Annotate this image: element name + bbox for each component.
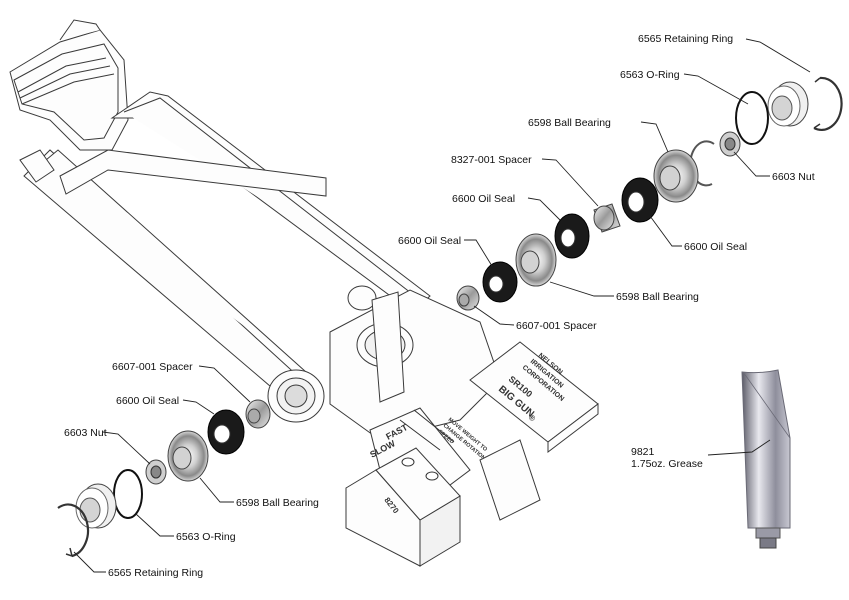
label-spacer-6607-mid: 6607-001 Spacer xyxy=(516,320,597,332)
o-ring-top xyxy=(735,91,769,145)
label-nut-top: 6603 Nut xyxy=(772,171,815,183)
lower-parts xyxy=(57,399,271,558)
retaining-ring-low xyxy=(57,503,90,558)
label-spacer-8327: 8327-001 Spacer xyxy=(451,154,532,166)
label-oil-seal-b: 6600 Oil Seal xyxy=(684,241,747,253)
label-retaining-ring-top: 6565 Retaining Ring xyxy=(638,33,733,45)
grease-tube xyxy=(741,369,791,549)
label-ball-bearing-top: 6598 Ball Bearing xyxy=(528,117,611,129)
leader-lines xyxy=(73,38,811,573)
callout-labels: 6565 Retaining Ring 6563 O-Ring 6598 Bal… xyxy=(64,33,815,579)
label-o-ring-low: 6563 O-Ring xyxy=(176,531,236,543)
label-grease-desc: 1.75oz. Grease xyxy=(631,458,703,470)
arm-frame xyxy=(9,19,501,441)
o-ring-low xyxy=(113,469,143,519)
label-o-ring-top: 6563 O-Ring xyxy=(620,69,680,81)
label-ball-bearing-low: 6598 Ball Bearing xyxy=(236,497,319,509)
label-retaining-ring-low: 6565 Retaining Ring xyxy=(108,567,203,579)
label-oil-seal-low: 6600 Oil Seal xyxy=(116,395,179,407)
label-oil-seal-a: 6600 Oil Seal xyxy=(452,193,515,205)
label-grease-part-no: 9821 xyxy=(631,446,655,458)
label-oil-seal-c: 6600 Oil Seal xyxy=(398,235,461,247)
plate-registered: ® xyxy=(527,413,537,424)
upper-parts xyxy=(456,76,843,311)
label-nut-low: 6603 Nut xyxy=(64,427,107,439)
label-ball-bearing-mid: 6598 Ball Bearing xyxy=(616,291,699,303)
retaining-ring-top xyxy=(813,76,843,131)
speed-adjust-assembly: FAST SLOW 8270 xyxy=(345,407,541,567)
label-spacer-6607-low: 6607-001 Spacer xyxy=(112,361,193,373)
